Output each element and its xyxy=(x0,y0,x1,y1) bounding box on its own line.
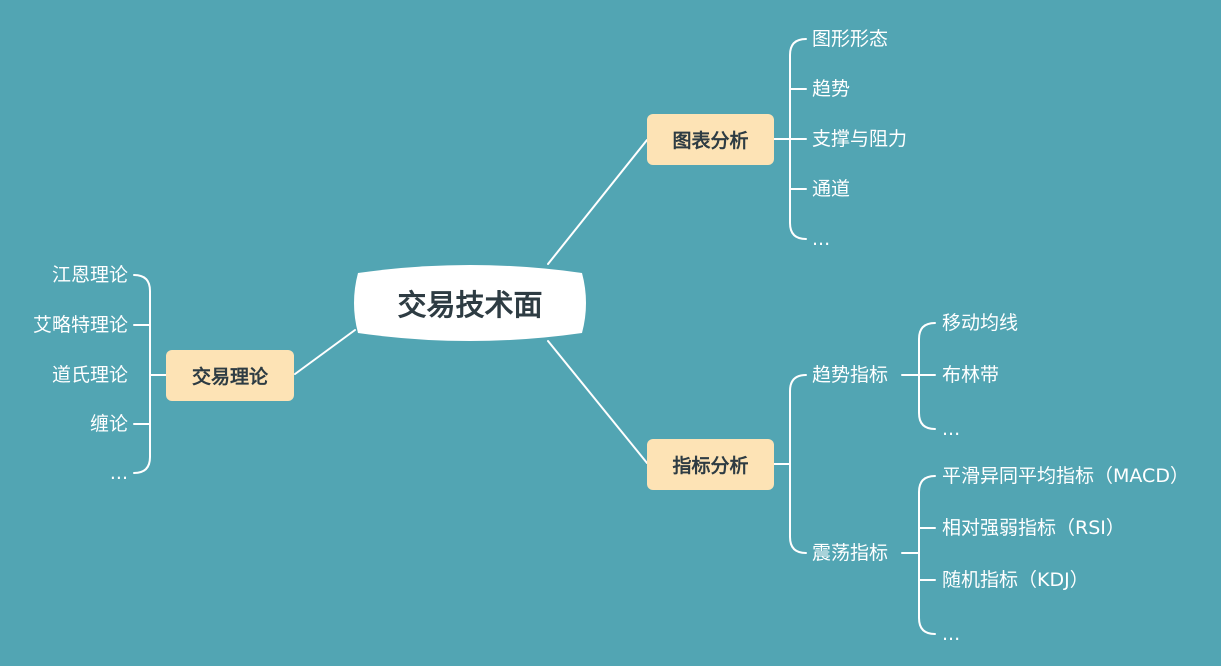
leaf-oscillator-3[interactable]: ... xyxy=(942,623,961,645)
leaf-theory-2[interactable]: 道氏理论 xyxy=(51,364,128,386)
bracket-oscillator xyxy=(901,475,936,635)
leaf-trend-1[interactable]: 布林带 xyxy=(942,364,1000,386)
connector-root-chart xyxy=(547,139,648,265)
leaf-oscillator-2[interactable]: 随机指标（KDJ） xyxy=(942,569,1089,591)
bracket-theory xyxy=(133,274,167,474)
branch-chart-analysis-label: 图表分析 xyxy=(672,130,749,152)
root-node[interactable]: 交易技术面 xyxy=(352,263,588,343)
leaf-theory-3[interactable]: 缠论 xyxy=(89,413,128,435)
leaf-oscillator-0[interactable]: 平滑异同平均指标（MACD） xyxy=(942,465,1189,487)
bracket-trend xyxy=(901,322,936,430)
leaf-chart-0[interactable]: 图形形态 xyxy=(812,28,889,50)
connector-root-indicator xyxy=(547,340,648,464)
root-node-label: 交易技术面 xyxy=(397,288,543,322)
leaf-theory-0[interactable]: 江恩理论 xyxy=(51,264,128,286)
leaf-theory-4[interactable]: ... xyxy=(109,462,128,484)
root-node-shape xyxy=(354,265,586,341)
branch-indicator-analysis-label: 指标分析 xyxy=(672,455,749,477)
subnode-oscillator-indicators[interactable]: 震荡指标 xyxy=(812,542,889,564)
leaf-theory-1[interactable]: 艾略特理论 xyxy=(32,314,128,336)
leaf-chart-2[interactable]: 支撑与阻力 xyxy=(812,128,908,150)
leaf-oscillator-1[interactable]: 相对强弱指标（RSI） xyxy=(942,517,1125,539)
leaf-trend-2[interactable]: ... xyxy=(942,418,961,440)
subnode-trend-indicators[interactable]: 趋势指标 xyxy=(812,364,889,386)
leaf-chart-4[interactable]: ... xyxy=(812,228,831,250)
connector-root-theory xyxy=(294,329,356,375)
branch-trading-theory-label: 交易理论 xyxy=(191,366,268,388)
branch-trading-theory[interactable]: 交易理论 xyxy=(166,350,294,401)
leaf-trend-0[interactable]: 移动均线 xyxy=(942,312,1019,334)
branch-indicator-analysis[interactable]: 指标分析 xyxy=(647,439,774,490)
leaf-chart-1[interactable]: 趋势 xyxy=(812,78,851,100)
bracket-chart xyxy=(773,38,807,240)
branch-chart-analysis[interactable]: 图表分析 xyxy=(647,114,774,165)
leaf-chart-3[interactable]: 通道 xyxy=(812,178,851,200)
bracket-indicator xyxy=(773,374,807,554)
